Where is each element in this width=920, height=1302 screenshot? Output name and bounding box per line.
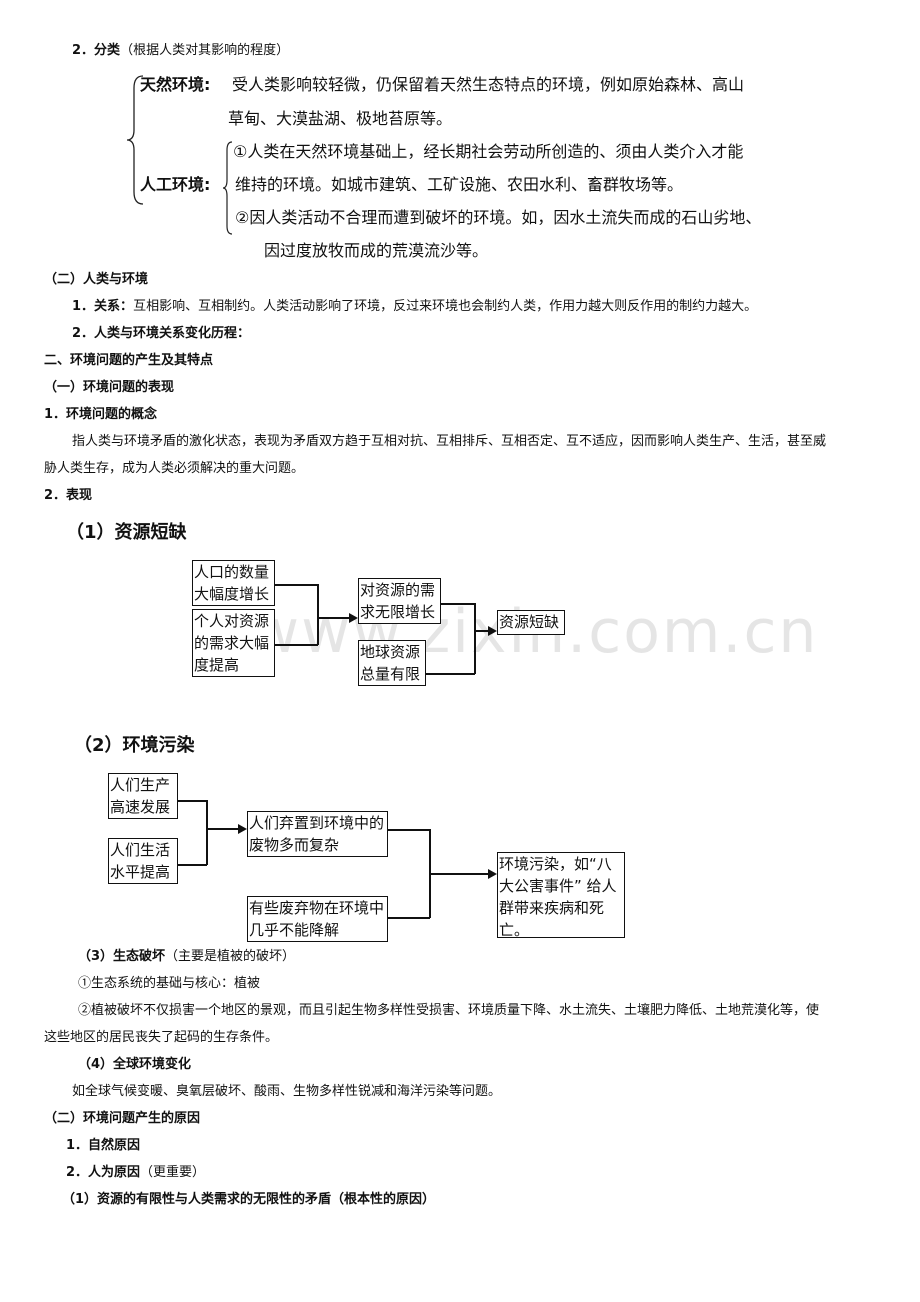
heading-label: 分类: [94, 43, 121, 58]
artificial-env-row: 人工环境:: [140, 175, 210, 195]
left-brace-icon: [126, 75, 144, 205]
relation-text: 互相影响、互相制约。人类活动影响了环境，反过来环境也会制约人类，作用力越大则反作…: [133, 299, 758, 314]
relation-label: 关系：: [94, 299, 134, 314]
connector: [178, 864, 207, 866]
connector: [206, 800, 208, 865]
causes-heading: （二）环境问题产生的原因: [44, 1111, 201, 1126]
natural-env-text-2: 草甸、大漠盐湖、极地苔原等。: [228, 109, 453, 128]
connector: [426, 673, 475, 675]
artificial-env-text-2: 维持的环境。如城市建筑、工矿设施、农田水利、畜群牧场等。: [235, 175, 684, 194]
eco-item-2-line-1: ②植被破坏不仅损害一个地区的景观，而且引起生物多样性受损害、环境质量下降、水土流…: [78, 1003, 820, 1018]
artificial-env-text-4: 因过度放牧而成的荒漠流沙等。: [264, 241, 489, 260]
eco-heading-row: （3）生态破坏（主要是植被的破坏）: [78, 948, 295, 966]
section2-sub1: （一）环境问题的表现: [44, 380, 175, 395]
artificial-env-text-3: ②因人类活动不合理而遭到破坏的环境。如，因水土流失而成的石山劣地、: [235, 208, 762, 227]
connector: [275, 584, 318, 586]
relation-history: 2．人类与环境关系变化历程：: [72, 326, 251, 341]
relation-line: 1．关系：互相影响、互相制约。人类活动影响了环境，反过来环境也会制约人类，作用力…: [72, 298, 757, 316]
box-production-growth: 人们生产高速发展: [108, 773, 178, 819]
global-heading: （4）全球环境变化: [78, 1057, 192, 1072]
box-living-standard: 人们生活水平提高: [108, 838, 178, 884]
relation-number: 1．: [72, 299, 95, 314]
connector: [317, 617, 349, 619]
heading-number: 2．: [72, 43, 95, 58]
connector: [275, 644, 318, 646]
connector: [474, 603, 476, 674]
eco-note: （主要是植被的破坏）: [165, 949, 296, 964]
concept-heading: 1．环境问题的概念: [44, 407, 158, 422]
box-waste-complex: 人们弃置到环境中的废物多而复杂: [247, 811, 388, 857]
artificial-env-label: 人工环境:: [140, 175, 211, 194]
diagram2-title: （2）环境污染: [74, 735, 195, 756]
causes-root: （1）资源的有限性与人类需求的无限性的矛盾（根本性的原因）: [62, 1192, 436, 1207]
small-brace-icon: [222, 141, 233, 235]
box-resource-shortage: 资源短缺: [497, 610, 565, 635]
eco-item-1: ①生态系统的基础与核心：植被: [78, 976, 261, 991]
box-non-degradable: 有些废弃物在环境中几乎不能降解: [247, 896, 388, 942]
connector: [388, 829, 430, 831]
natural-env-label: 天然环境:: [140, 75, 211, 94]
causes-human-note: （更重要）: [140, 1165, 206, 1180]
causes-natural: 1．自然原因: [66, 1138, 141, 1153]
connector: [178, 800, 207, 802]
classification-heading: 2．分类（根据人类对其影响的程度）: [72, 42, 289, 60]
box-personal-demand: 个人对资源的需求大幅度提高: [192, 609, 275, 677]
arrow-icon: [238, 824, 247, 834]
connector: [388, 917, 430, 919]
arrow-icon: [349, 613, 358, 623]
concept-text-2: 胁人类生存，成为人类必须解决的重大问题。: [44, 461, 305, 476]
connector: [474, 630, 488, 632]
concept-text-1: 指人类与环境矛盾的激化状态，表现为矛盾双方趋于互相对抗、互相排斥、互相否定、互不…: [72, 434, 827, 449]
global-text: 如全球气候变暖、臭氧层破坏、酸雨、生物多样性锐减和海洋污染等问题。: [72, 1084, 502, 1099]
eco-item-2-line-2: 这些地区的居民丧失了起码的生存条件。: [44, 1030, 279, 1045]
box-earth-limited: 地球资源总量有限: [358, 640, 426, 686]
connector: [441, 603, 475, 605]
natural-env-text-1: 受人类影响较轻微，仍保留着天然生态特点的环境，例如原始森林、高山: [232, 75, 745, 94]
heading-note: （根据人类对其影响的程度）: [120, 43, 290, 58]
natural-env-row: 天然环境:: [140, 75, 210, 95]
arrow-icon: [488, 626, 497, 636]
section2-heading: 二、环境问题的产生及其特点: [44, 353, 214, 368]
connector: [317, 584, 319, 645]
artificial-env-text-1: ①人类在天然环境基础上，经长期社会劳动所创造的、须由人类介入才能: [233, 142, 744, 161]
connector: [429, 873, 488, 875]
manifest-heading: 2．表现: [44, 488, 93, 503]
connector: [206, 828, 238, 830]
eco-heading: （3）生态破坏: [78, 949, 166, 964]
causes-human-label: 2．人为原因: [66, 1165, 141, 1180]
human-env-heading: （二）人类与环境: [44, 272, 149, 287]
box-environmental-pollution: 环境污染，如“八大公害事件” 给人群带来疾病和死亡。: [497, 852, 625, 939]
box-population-growth: 人口的数量大幅度增长: [192, 560, 275, 606]
arrow-icon: [488, 869, 497, 879]
box-unlimited-demand: 对资源的需求无限增长: [358, 578, 441, 624]
diagram1-title: （1）资源短缺: [66, 522, 187, 543]
causes-human-row: 2．人为原因（更重要）: [66, 1164, 205, 1182]
